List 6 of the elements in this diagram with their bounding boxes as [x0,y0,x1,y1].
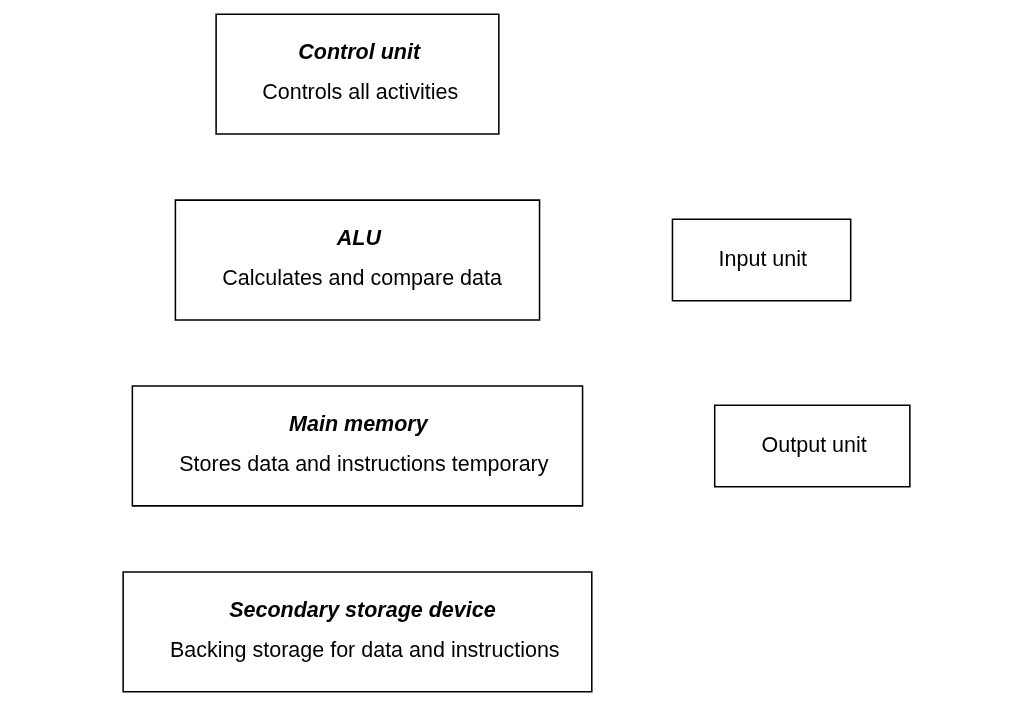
node-box: Control unit Controls all activities [215,13,500,135]
node-box: Input unit [671,218,852,302]
node-box: Output unit [713,404,911,488]
node-box: Main memory Stores data and instructions temporary [131,385,584,507]
node-box: Secondary storage device Backing storage for data and instructions [122,571,593,693]
node-box: ALU Calculates and compare data [174,199,541,321]
